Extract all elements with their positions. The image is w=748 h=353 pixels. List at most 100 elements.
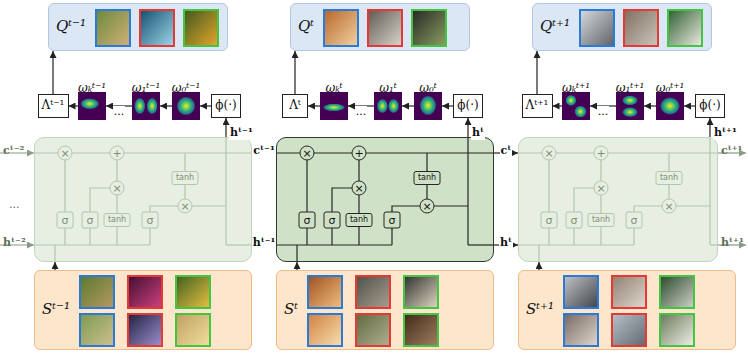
- heatmap: [78, 92, 106, 120]
- flow-arrow: [69, 105, 79, 106]
- state-label: cᵗ⁻²: [3, 145, 24, 158]
- photo: [176, 276, 210, 308]
- attention-map: ω₁ᵗ⁻¹: [132, 92, 160, 120]
- free-label-slot: cᵗ⁺¹: [721, 139, 742, 158]
- photo: [80, 314, 114, 346]
- phi-box: ϕ(·): [453, 94, 483, 118]
- phi-box: ϕ(·): [211, 94, 241, 118]
- heatmap-ground: [414, 92, 442, 120]
- lstm-wire: [426, 185, 427, 200]
- gate-slot: ×: [352, 181, 366, 195]
- gate-symbol: σ: [87, 215, 94, 226]
- free-label-slot: ...: [9, 193, 20, 212]
- gate-slot: +: [110, 146, 124, 160]
- set-label: Qᵗ⁺¹: [540, 18, 570, 35]
- gate-slot: σ: [566, 212, 582, 228]
- lstm-wire: [548, 228, 549, 245]
- heatmap-blob: [80, 98, 99, 109]
- gate-symbol: σ: [147, 215, 154, 226]
- heatmap-blob: [377, 99, 388, 114]
- gate-box: [82, 212, 98, 228]
- operator-label: Λᵗ⁺¹: [526, 99, 549, 113]
- gate-slot: tanh: [414, 172, 440, 185]
- lambda-box: Λᵗ: [282, 94, 308, 118]
- lstm-wire: [332, 188, 352, 212]
- gate-symbol: tanh: [592, 216, 610, 224]
- map-label: ω₁ᵗ: [379, 82, 397, 96]
- state-label: hᵗ⁺¹: [713, 127, 738, 140]
- lstm-wire: [54, 245, 55, 261]
- gate-slot: σ: [142, 212, 158, 228]
- lstm-wire: [184, 185, 185, 200]
- photo-strip: [277, 271, 495, 351]
- photo: [308, 314, 342, 346]
- state-label: hᵗ⁻¹: [252, 237, 277, 250]
- flow-arrow: [225, 118, 226, 137]
- support-set-box: Sᵗ⁺¹: [518, 270, 736, 350]
- map-label: ω₀ᵗ⁺¹: [656, 82, 685, 96]
- flow-arrow: [684, 105, 695, 106]
- state-label: hᵗ: [499, 237, 513, 250]
- gate-symbol: ×: [354, 183, 363, 194]
- lstm-wire: [668, 153, 669, 172]
- state-label: ...: [9, 199, 20, 212]
- gate-symbol: σ: [389, 215, 396, 226]
- flow-arrow: [402, 105, 414, 106]
- gate-symbol: tanh: [350, 216, 368, 224]
- set-label: Sᵗ: [284, 301, 298, 318]
- heatmap: [656, 92, 684, 120]
- operator-circle: [352, 181, 366, 195]
- photo: [612, 314, 646, 346]
- operator-label: ϕ(·): [215, 99, 236, 113]
- lstm-wire: [676, 205, 710, 206]
- photo: [668, 10, 702, 46]
- edge-label-slot: hᵗ: [471, 121, 485, 140]
- operator-label: ϕ(·): [699, 99, 720, 113]
- attention-map: ω₀ᵗ⁻¹: [172, 92, 200, 120]
- photo: [128, 276, 162, 308]
- gate-slot: ×: [110, 181, 124, 195]
- heatmap-ground: [132, 92, 160, 120]
- gate-symbol: σ: [571, 215, 578, 226]
- lstm-wire: [358, 195, 359, 214]
- phi-box: ϕ(·): [695, 94, 725, 118]
- flow-arrow: [553, 105, 563, 106]
- gate-box: [172, 172, 198, 185]
- gate-slot: ×: [662, 199, 676, 213]
- lstm-wire: [225, 138, 226, 245]
- gate-box: [324, 212, 340, 228]
- lstm-wire: [392, 206, 420, 212]
- heatmap: [562, 92, 590, 120]
- lstm-wire: [434, 205, 468, 206]
- gate-symbol: tanh: [176, 174, 194, 182]
- heatmap: [414, 92, 442, 120]
- gate-box: [414, 172, 440, 185]
- lstm-wire: [391, 228, 392, 245]
- gate-symbol: ×: [302, 148, 311, 159]
- edge-label-slot: ...: [355, 100, 368, 119]
- gate-box: [299, 212, 315, 228]
- gate-box: [384, 212, 400, 228]
- gate-box: [588, 214, 614, 227]
- heatmap-blob: [574, 105, 586, 117]
- operator-circle: [594, 181, 608, 195]
- map-label: ω₁ᵗ⁻¹: [132, 82, 161, 96]
- edge-label-slot: hᵗ⁺¹: [713, 121, 738, 140]
- gate-box: [57, 212, 73, 228]
- flow-arrow: [536, 51, 537, 94]
- photo-strip: [291, 4, 471, 52]
- lstm-wire: [538, 245, 539, 261]
- photo: [404, 276, 438, 308]
- photo: [624, 10, 658, 46]
- lstm-wire: [358, 227, 359, 246]
- heatmap: [616, 92, 644, 120]
- gate-symbol: tanh: [660, 174, 678, 182]
- lstm-wire: [633, 228, 634, 245]
- edge-label-slot: cᵗ⁻¹: [252, 139, 275, 158]
- gate-symbol: ×: [544, 148, 553, 159]
- gate-box: [541, 212, 557, 228]
- lstm-cell: ×+tanh×σσtanhσ×: [518, 137, 718, 262]
- set-label: Qᵗ⁻¹: [56, 18, 86, 35]
- edge-label-slot: cᵗ: [500, 139, 513, 158]
- photo: [128, 314, 162, 346]
